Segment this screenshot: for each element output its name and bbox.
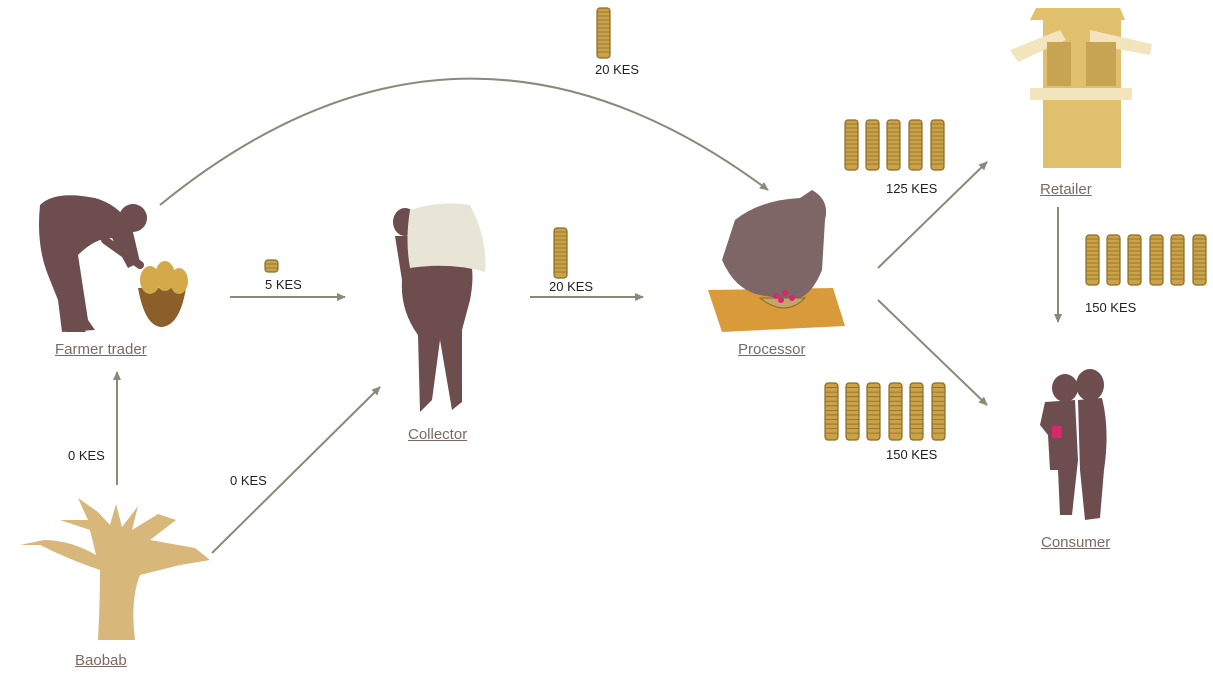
label-retailer: Retailer <box>1040 181 1092 198</box>
arrow-processor-to-retailer <box>877 161 988 269</box>
collector-figure <box>393 203 486 412</box>
processor-figure <box>708 190 845 332</box>
price-baobab-to-collector: 0 KES <box>230 473 267 488</box>
label-consumer: Consumer <box>1041 534 1111 551</box>
price-processor-to-consumer: 150 KES <box>886 447 938 462</box>
label-collector: Collector <box>408 426 468 443</box>
coins-farmer-to-collector <box>264 259 279 273</box>
label-baobab: Baobab <box>75 652 127 669</box>
price-retailer-to-consumer: 150 KES <box>1085 300 1137 315</box>
coins-collector-to-processor <box>553 227 568 279</box>
baobab-tree <box>20 498 210 640</box>
price-farmer-to-processor: 20 KES <box>595 62 640 77</box>
price-farmer-to-collector: 5 KES <box>265 277 302 292</box>
price-baobab-to-farmer: 0 KES <box>68 448 105 463</box>
label-processor: Processor <box>738 341 806 358</box>
arrows <box>113 77 1062 554</box>
arrow-farmer-to-processor <box>159 77 769 206</box>
coins-processor-to-consumer <box>824 382 946 441</box>
farmer-figure <box>39 195 188 332</box>
consumer-figures <box>1040 369 1107 520</box>
coins-retailer-to-consumer <box>1085 234 1207 286</box>
arrow-baobab-to-collector <box>211 386 381 554</box>
label-farmer-trader: Farmer trader <box>55 341 147 358</box>
price-collector-to-processor: 20 KES <box>549 279 594 294</box>
retail-stall <box>1010 8 1152 168</box>
coins-farmer-to-processor <box>596 7 611 59</box>
arrow-processor-to-consumer <box>877 299 988 406</box>
price-processor-to-retailer: 125 KES <box>886 181 938 196</box>
coins-processor-to-retailer <box>844 119 945 171</box>
